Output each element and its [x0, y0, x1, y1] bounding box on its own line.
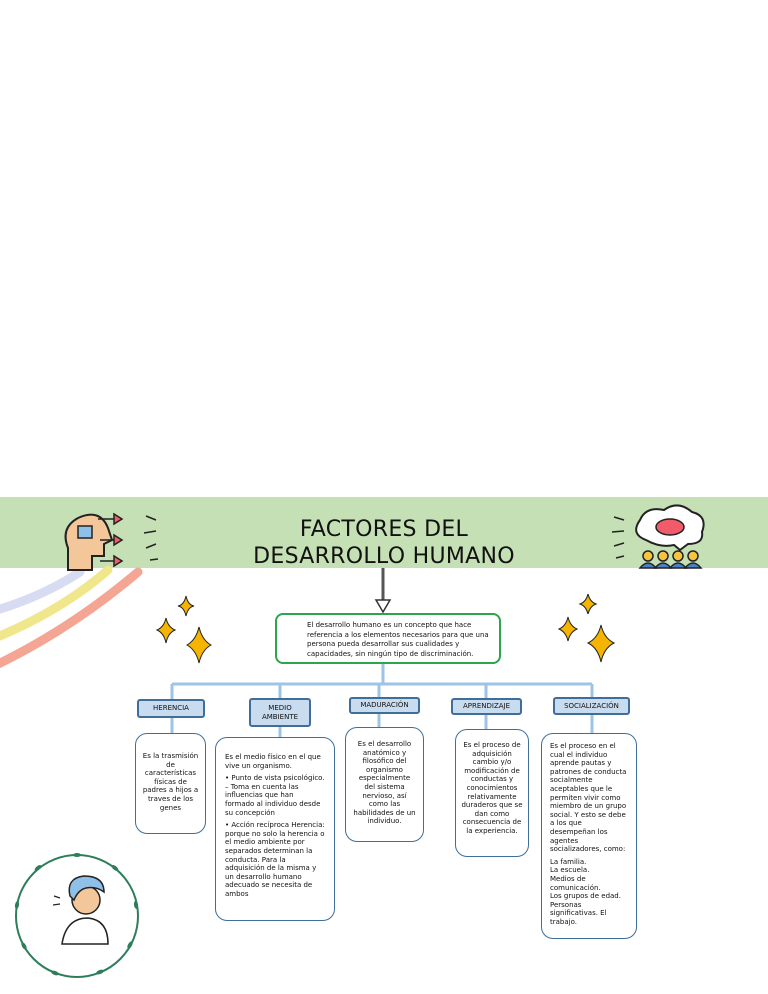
medio-text-2: • Punto de vista psicológico. – Toma en …	[225, 774, 325, 817]
list-item: La escuela.	[550, 866, 590, 875]
card-medio-ambiente: Es el medio físico en el que vive un org…	[215, 737, 335, 921]
connector-lines	[170, 664, 594, 738]
wreath-portrait-icon	[14, 853, 139, 978]
label-maduracion: MADURACIÓN	[349, 697, 420, 714]
rainbow-swoosh	[0, 565, 143, 669]
medio-text-1: Es el medio físico en el que vive un org…	[225, 753, 321, 770]
head-arrows-icon	[64, 512, 159, 571]
label-socializacion: SOCIALIZACIÓN	[553, 697, 630, 715]
sparkle-icon	[155, 593, 616, 664]
socializacion-text: Es el proceso en el cual el individuo ap…	[550, 742, 627, 854]
card-herencia: Es la trasmisión de características físi…	[135, 733, 206, 834]
list-item: Personas significativas. El trabajo.	[550, 900, 607, 926]
label-aprendizaje: APRENDIZAJE	[451, 698, 522, 715]
crowd-thought-icon	[611, 504, 705, 569]
page-title: FACTORES DEL DESARROLLO HUMANO	[184, 516, 584, 570]
title-line-2: DESARROLLO HUMANO	[253, 544, 515, 569]
intro-box: El desarrollo humano es un concepto que …	[275, 613, 501, 664]
label-medio-ambiente: MEDIO AMBIENTE	[249, 698, 311, 727]
down-arrow-icon	[374, 568, 392, 614]
title-line-1: FACTORES DEL	[299, 517, 469, 542]
list-item: Medios de comunicación.	[550, 874, 601, 892]
card-maduracion: Es el desarrollo anatómico y filosófico …	[345, 727, 424, 842]
label-herencia: HERENCIA	[137, 699, 205, 718]
medio-text-3: • Acción recíproca Herencia: porque no s…	[225, 821, 325, 898]
card-aprendizaje: Es el proceso de adquisición cambio y/o …	[455, 729, 529, 857]
list-item: Los grupos de edad.	[550, 892, 621, 901]
card-socializacion: Es el proceso en el cual el individuo ap…	[541, 733, 637, 939]
list-item: La familia.	[550, 857, 587, 866]
